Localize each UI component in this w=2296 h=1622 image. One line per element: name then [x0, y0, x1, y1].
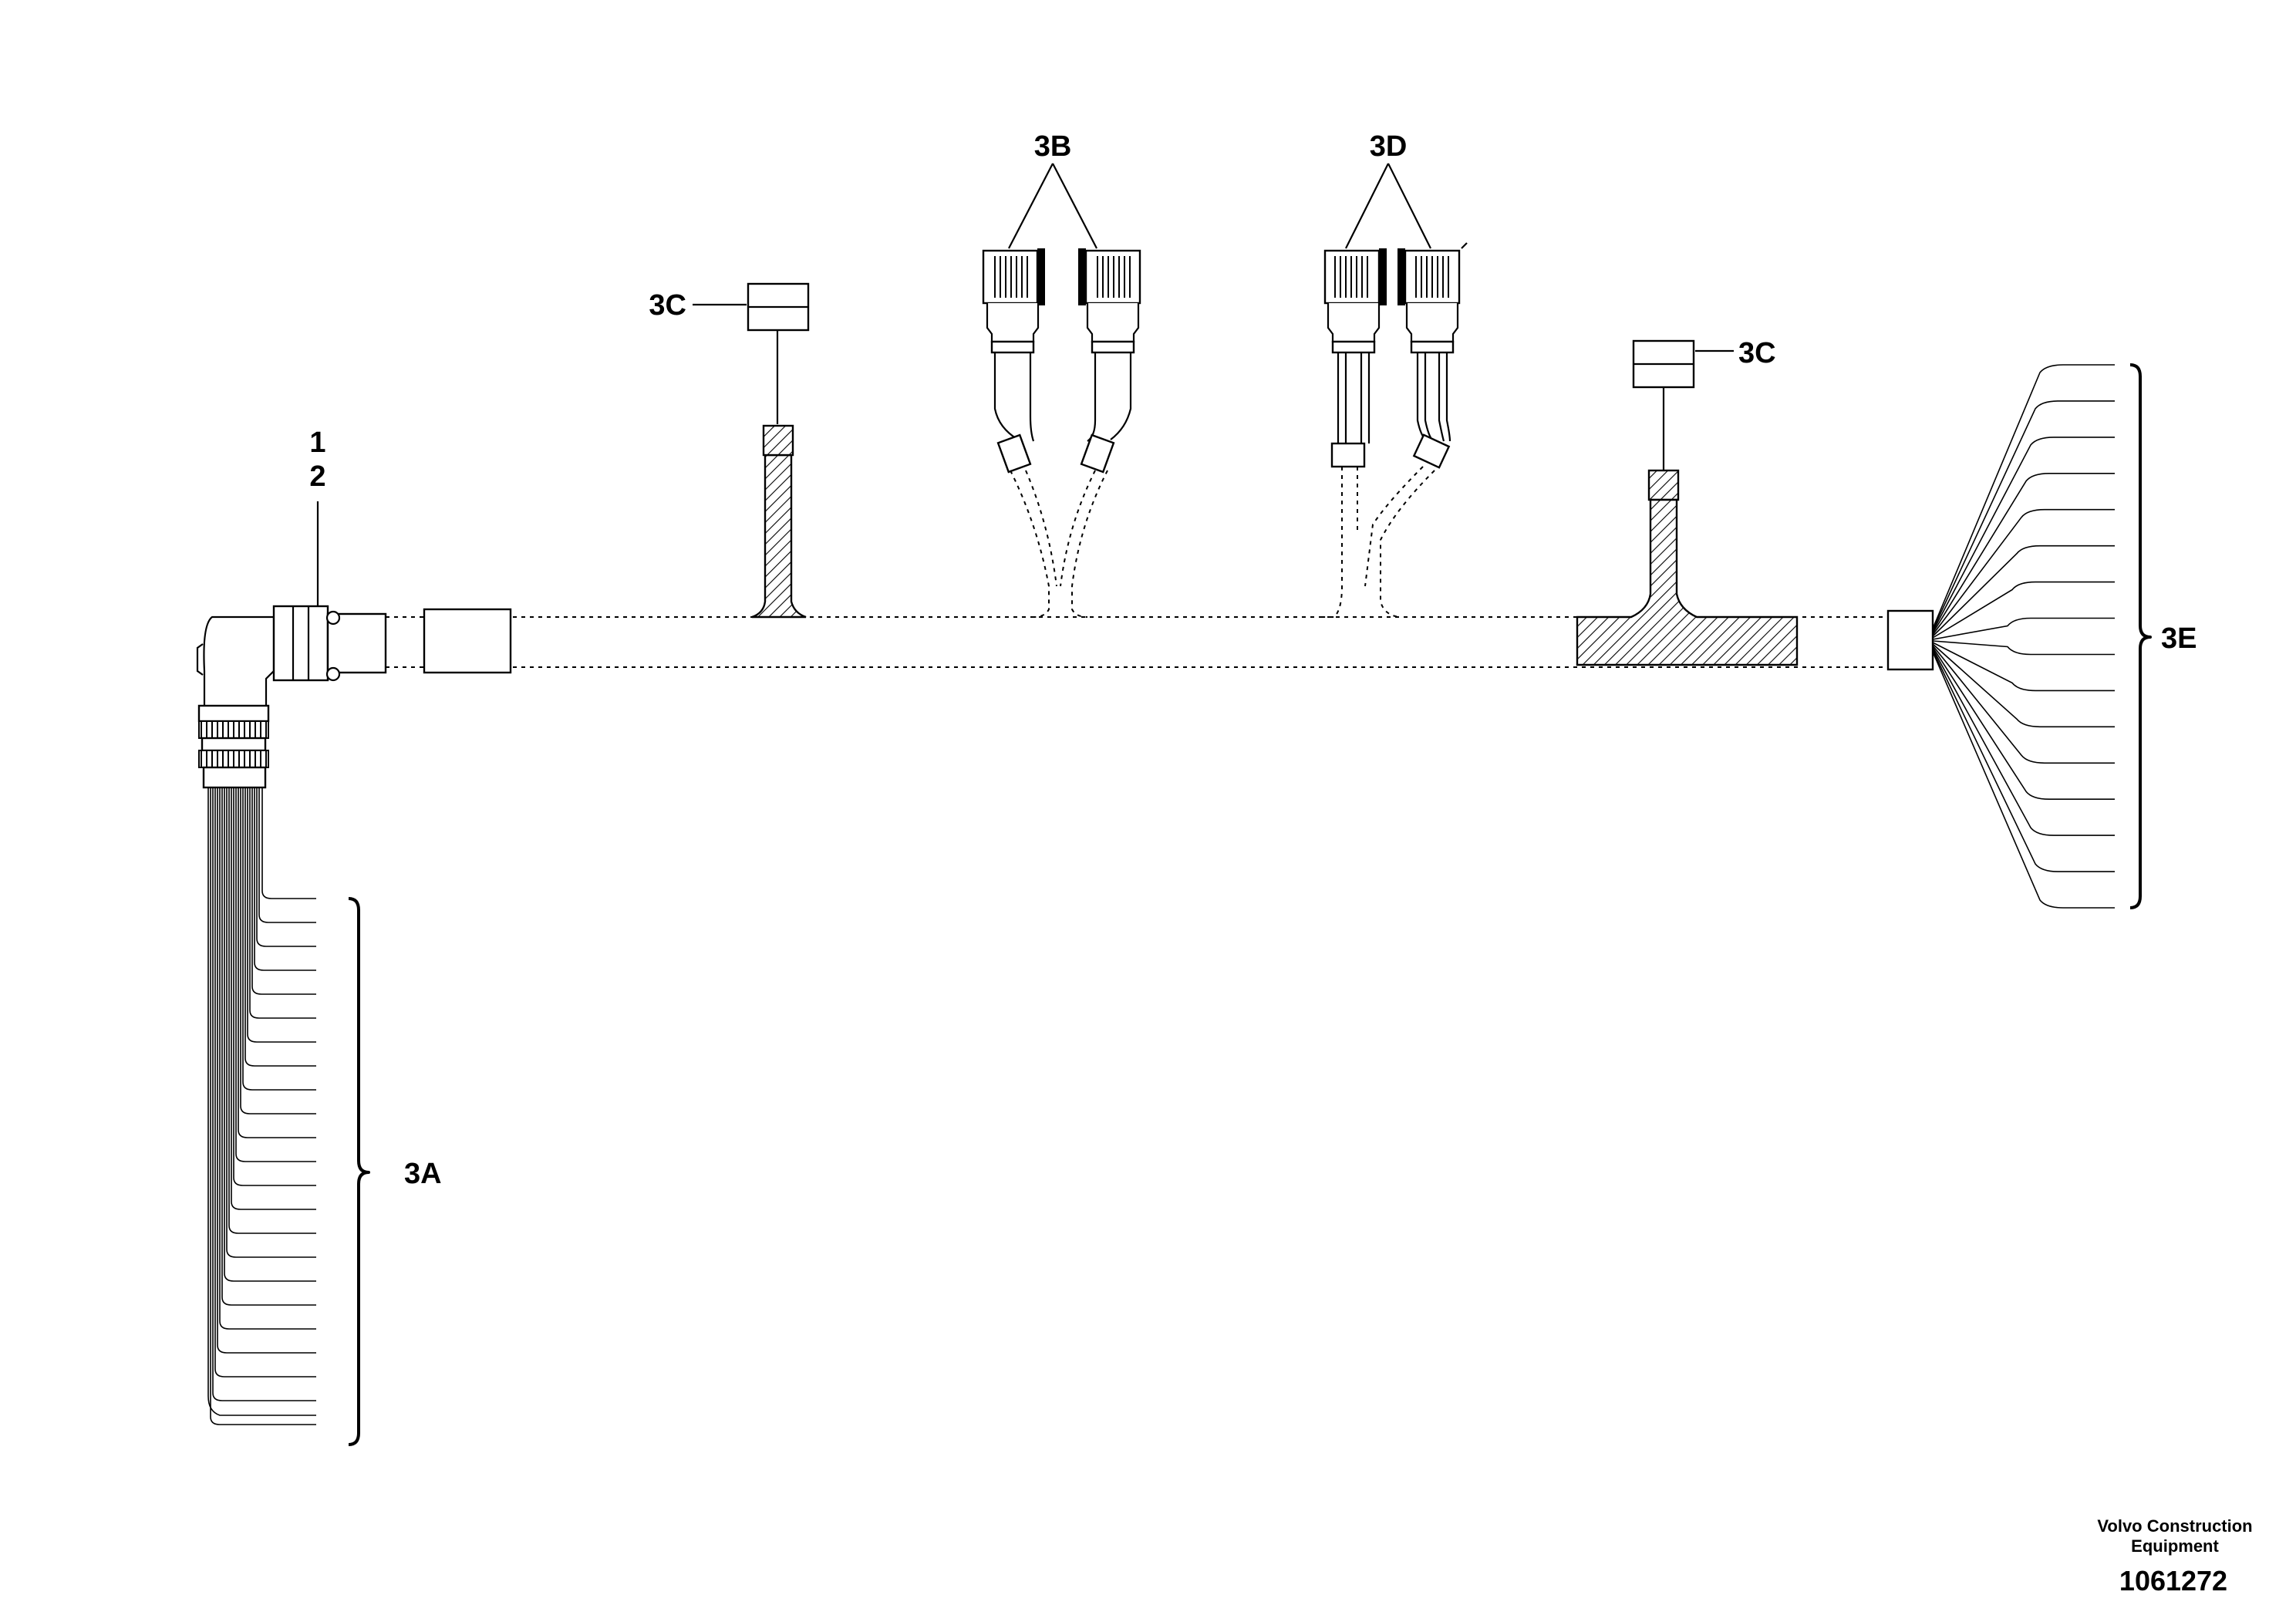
wire-lead-3a [233, 787, 316, 1186]
breakout-3c-left [693, 282, 810, 619]
connector-pair-3b [982, 163, 1141, 618]
wire-lead-3e [1932, 649, 2115, 872]
wire-lead-3a [217, 787, 316, 1354]
breakout-3c-right [1576, 339, 1799, 666]
wire-lead-3e [1932, 642, 2115, 692]
wire-lead-3a [244, 787, 316, 1067]
footer-company-line2: Equipment [2131, 1536, 2219, 1556]
wire-lead-3a [221, 787, 316, 1306]
wire-lead-3a [251, 787, 316, 995]
brace-3a [348, 897, 370, 1446]
wire-lead-3e [1932, 645, 2115, 764]
wire-lead-3e [1932, 508, 2115, 636]
wire-bundle-3e [1932, 364, 2115, 909]
callout-3b: 3B [1034, 130, 1072, 163]
wire-lead-3e [1932, 400, 2115, 631]
wire-lead-3a [214, 787, 316, 1378]
wire-lead-3e [1932, 651, 2115, 909]
callout-3e: 3E [2161, 622, 2197, 655]
wire-lead-3a [242, 787, 316, 1091]
wire-lead-3a [219, 787, 316, 1330]
wire-lead-3e [1932, 646, 2115, 800]
wire-bundle-3a [207, 787, 316, 1425]
callout-3a: 3A [404, 1158, 442, 1190]
trunk-sleeve [423, 608, 512, 674]
wire-lead-3e [1932, 640, 2115, 656]
wire-lead-3e [1932, 617, 2115, 640]
wire-lead-3e [1932, 581, 2115, 639]
callout-3d: 3D [1370, 130, 1408, 163]
wire-lead-3a [224, 787, 316, 1282]
callout-3c-left: 3C [649, 289, 686, 322]
callout-item-1: 1 [309, 427, 325, 459]
callout-item-2: 2 [309, 460, 325, 493]
wire-lead-3a [240, 787, 316, 1114]
wire-lead-3a [247, 787, 316, 1043]
wire-lead-3a [258, 787, 316, 923]
wire-lead-3e [1932, 437, 2115, 632]
drawing-number: 1061272 [2119, 1565, 2227, 1597]
main-harness-trunk [386, 608, 1934, 674]
footer-company-line1: Volvo Construction [2097, 1516, 2252, 1536]
brace-3e [2129, 363, 2152, 909]
end-sleeve [1886, 609, 1934, 671]
elbow-connector [196, 501, 387, 789]
wire-lead-3a [235, 787, 316, 1162]
wire-lead-3a [249, 787, 316, 1019]
wire-lead-3a [228, 787, 316, 1234]
callout-3c-right: 3C [1738, 337, 1776, 369]
wire-lead-3a [210, 787, 316, 1425]
wire-lead-3a [226, 787, 316, 1258]
wire-lead-3e [1932, 648, 2115, 836]
wire-lead-3a [212, 787, 316, 1401]
wire-lead-3e [1932, 545, 2115, 637]
wire-lead-3a [256, 787, 316, 947]
wire-lead-3e [1932, 643, 2115, 728]
wire-lead-3a [231, 787, 316, 1210]
wire-lead-3a [254, 787, 316, 971]
wire-lead-3e [1932, 473, 2115, 634]
wire-lead-3a [238, 787, 316, 1138]
wire-lead-3e [1932, 364, 2115, 629]
connector-pair-3d [1319, 163, 1468, 618]
